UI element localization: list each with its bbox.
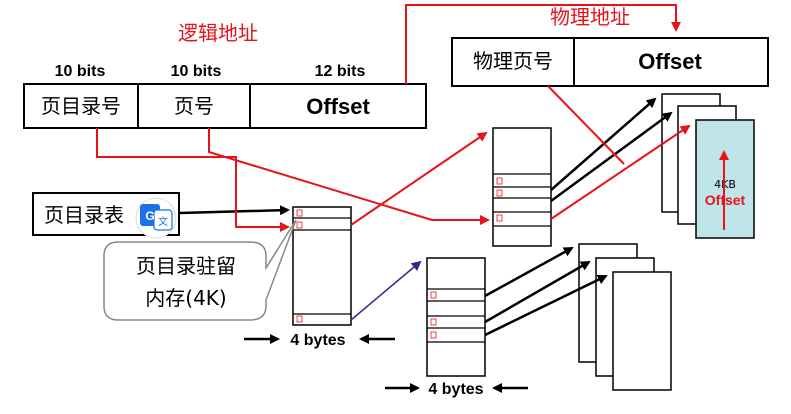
table-entry-size: 4 bytes	[428, 381, 483, 398]
svg-text:文: 文	[158, 215, 168, 228]
field-physical-page-number: 物理页号	[473, 49, 553, 73]
callout-line1: 页目录驻留	[136, 254, 236, 278]
bits-label-page: 10 bits	[171, 63, 222, 80]
translate-icon[interactable]: G 文	[135, 197, 177, 239]
logical-address-title: 逻辑地址	[178, 21, 258, 45]
offset-copy-arrow	[405, 4, 681, 84]
ppn-link-line	[547, 85, 625, 165]
pte-to-page-arrow-2	[550, 111, 673, 203]
page-dir-base-label: 页目录表	[44, 203, 124, 227]
page-offset-label: Offset	[705, 192, 746, 208]
pte-to-page-arrow-3	[550, 124, 691, 220]
field-logical-offset: Offset	[306, 94, 370, 119]
base-to-directory-arrow	[179, 205, 290, 216]
field-physical-offset: Offset	[638, 49, 702, 74]
callout-bubble	[103, 219, 297, 321]
svg-text:G: G	[145, 209, 154, 223]
dir-to-pagetable-arrow	[350, 131, 488, 226]
lower-pte-arrow-2	[484, 260, 591, 324]
field-page-dir-number: 页目录号	[41, 94, 121, 118]
lower-pte-arrow-3	[484, 274, 608, 337]
logical-address-box	[23, 83, 427, 129]
bits-label-offset: 12 bits	[315, 63, 366, 80]
bits-label-dir: 10 bits	[55, 63, 106, 80]
dir-to-lower-table-arrow	[350, 260, 422, 321]
page-table-upper	[492, 127, 552, 247]
physical-address-title: 物理地址	[550, 5, 630, 29]
field-page-number: 页号	[174, 94, 214, 118]
page-directory-table	[292, 206, 352, 326]
pte-to-page-arrow-1	[550, 97, 657, 191]
physical-address-box	[451, 37, 769, 87]
dir-entry-size: 4 bytes	[290, 332, 345, 349]
page-frames-upper	[661, 93, 755, 239]
page-frames-lower	[578, 243, 672, 391]
dir-index-arrow	[96, 128, 290, 232]
page-table-lower	[426, 257, 486, 377]
page-index-arrow	[208, 128, 490, 225]
callout-line2: 内存(4K)	[145, 286, 226, 310]
lower-pte-arrow-1	[484, 246, 574, 298]
